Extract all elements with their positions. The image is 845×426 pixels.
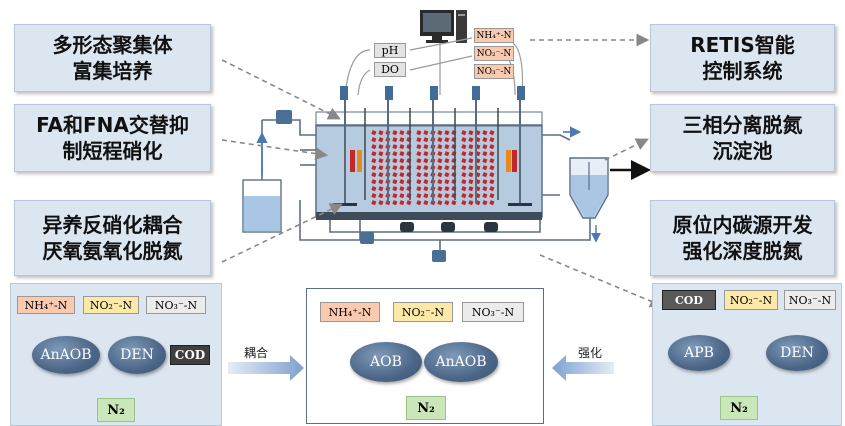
middle-no3-tag: NO₃⁻-N: [462, 302, 524, 322]
label-retis-line1: RETIS智能: [690, 33, 795, 57]
right-n2-node: N₂: [720, 396, 758, 420]
stirrer-blades: [333, 203, 532, 206]
coupling-arrow: [228, 355, 304, 381]
reactor-media: [371, 130, 495, 206]
label-polymorph-line2: 富集培养: [72, 59, 153, 83]
right-den-node: DEN: [766, 335, 828, 371]
label-carbon-line1: 原位内碳源开发: [672, 213, 813, 237]
left-no3-tag: NO₃⁻-N: [146, 296, 206, 314]
label-hetero-line1: 异养反硝化耦合: [42, 213, 183, 237]
electrode-probes: [350, 150, 517, 172]
label-three-phase-line2: 沉淀池: [712, 139, 773, 163]
sensor-ph: pH: [374, 43, 406, 58]
label-retis-line2: 控制系统: [702, 59, 783, 83]
label-carbon-line2: 强化深度脱氮: [682, 239, 803, 263]
left-anaob-node: AnAOB: [32, 336, 100, 374]
right-cod-tag: COD: [662, 290, 716, 310]
label-retis: RETIS智能 控制系统: [650, 24, 835, 92]
label-fa-fna-line1: FA和FNA交替抑: [36, 113, 189, 137]
left-den-node: DEN: [108, 336, 166, 374]
label-fa-fna-line2: 制短程硝化: [62, 139, 163, 163]
middle-anaob-node: AnAOB: [424, 342, 498, 382]
middle-aob-node: AOB: [350, 342, 422, 382]
pump-icons: [276, 110, 498, 262]
enhance-label: 强化: [578, 346, 603, 360]
sensor-nh4: NH₄⁺-N: [474, 28, 514, 43]
label-fa-fna: FA和FNA交替抑 制短程硝化: [14, 104, 211, 172]
pipes: [261, 119, 591, 258]
dashed-connectors: [221, 33, 663, 308]
label-hetero-line2: 厌氧氨氧化脱氮: [42, 239, 183, 263]
stirrers: [344, 100, 521, 203]
left-n2-node: N₂: [97, 398, 135, 422]
left-no2-tag: NO₂⁻-N: [83, 296, 139, 314]
label-three-phase: 三相分离脱氮 沉淀池: [650, 104, 835, 172]
sensor-do: DO: [374, 62, 406, 77]
settler-tank: [569, 157, 609, 219]
sensor-no2: NO₂⁻-N: [474, 46, 514, 61]
influent-bottle: [242, 179, 282, 233]
label-three-phase-line1: 三相分离脱氮: [682, 113, 803, 137]
reactor-partitions: [364, 108, 499, 200]
right-no2-tag: NO₂⁻-N: [724, 290, 778, 310]
enhance-arrow: [552, 355, 614, 381]
computer-icon: [420, 10, 467, 43]
sensor-no3: NO₃⁻-N: [474, 64, 514, 79]
middle-nh4-tag: NH₄⁺-N: [320, 302, 380, 322]
label-polymorph-line1: 多形态聚集体: [52, 33, 173, 57]
left-cod-tag: COD: [170, 345, 210, 365]
probes: [340, 86, 525, 100]
label-carbon: 原位内碳源开发 强化深度脱氮: [650, 200, 835, 276]
right-no3-tag: NO₃⁻-N: [784, 290, 836, 310]
middle-n2-node: N₂: [406, 396, 446, 420]
right-apb-node: APB: [668, 335, 730, 371]
label-polymorph: 多形态聚集体 富集培养: [14, 24, 211, 92]
coupling-label: 耦合: [244, 346, 269, 360]
left-nh4-tag: NH₄⁺-N: [17, 296, 75, 314]
label-hetero: 异养反硝化耦合 厌氧氨氧化脱氮: [14, 200, 211, 276]
middle-no2-tag: NO₂⁻-N: [393, 302, 453, 322]
